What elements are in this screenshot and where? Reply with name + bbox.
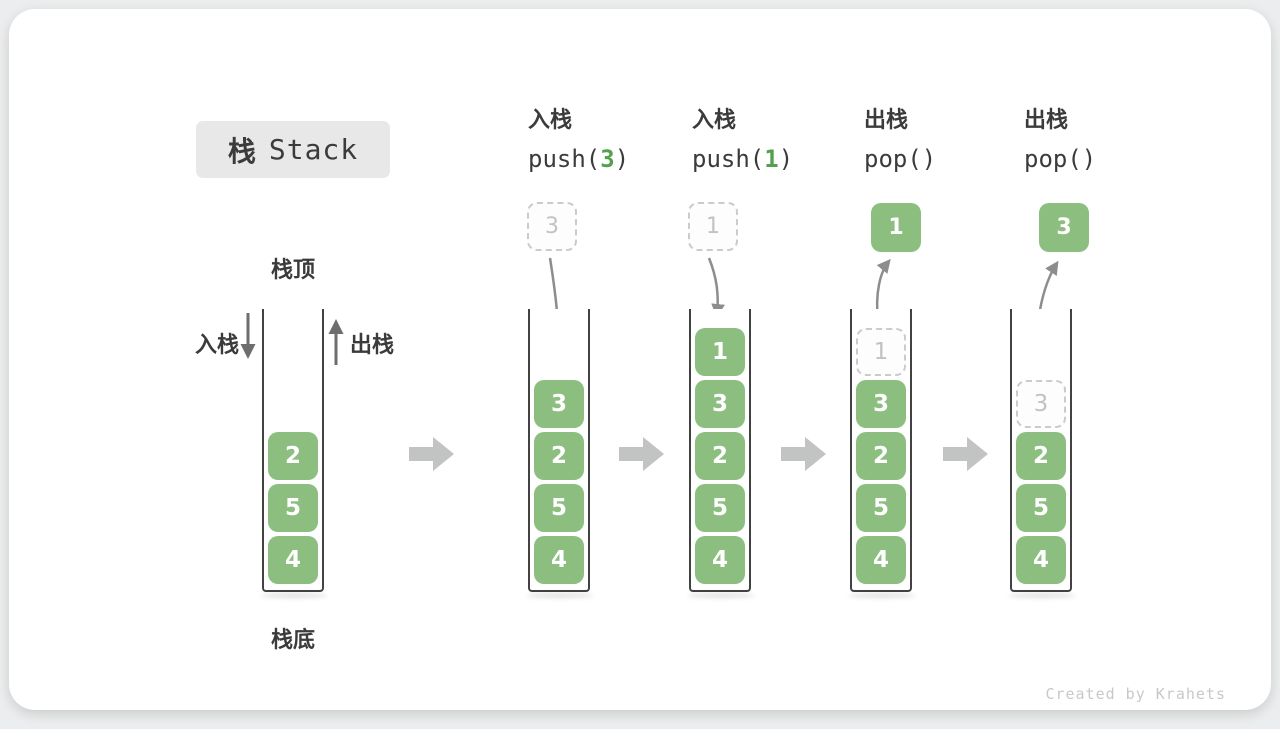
code-argument: 1: [764, 145, 779, 173]
code-text: ): [921, 145, 937, 173]
pop-side-label: 出栈: [350, 333, 395, 358]
stack-block-4: 4: [856, 536, 906, 584]
step-arrow-icon: [409, 437, 454, 471]
operation-name: 出栈: [1024, 108, 1069, 133]
code-text: push(: [692, 145, 765, 173]
title-box: 栈 Stack: [196, 121, 390, 178]
stack-block-2: 2: [1016, 432, 1066, 480]
ghost-block-1: 1: [856, 328, 906, 376]
title-zh: 栈: [227, 134, 256, 168]
stack-bottom-label: 栈底: [270, 628, 315, 653]
stack-block-2: 2: [534, 432, 584, 480]
popped-value-box-3: 3: [1039, 203, 1089, 252]
stack-block-3: 3: [534, 380, 584, 428]
stack-block-1: 1: [695, 328, 745, 376]
stack-block-5: 5: [534, 484, 584, 532]
stack-block-4: 4: [695, 536, 745, 584]
ghost-block-3: 3: [1016, 380, 1066, 428]
code-text: pop(: [1024, 145, 1082, 173]
diagram-card: 栈 Stack 栈顶 栈底 入栈 出栈: [9, 9, 1271, 710]
incoming-value-box-3: 3: [527, 202, 577, 251]
code-text: pop(: [864, 145, 922, 173]
step-arrow-icon: [619, 437, 664, 471]
operation-label-3: 入栈 push(1): [692, 108, 793, 172]
code-text: ): [778, 145, 794, 173]
code-text: ): [1081, 145, 1097, 173]
push-1-arrow-icon: [707, 257, 725, 318]
operation-code: push(3): [528, 146, 629, 172]
stack-block-2: 2: [268, 432, 318, 480]
stack-block-5: 5: [1016, 484, 1066, 532]
stack-block-2: 2: [695, 432, 745, 480]
watermark: Created by Krahets: [1045, 685, 1226, 703]
operation-name: 出栈: [864, 108, 909, 133]
stack-block-5: 5: [268, 484, 318, 532]
operation-label-4: 出栈 pop(): [864, 108, 936, 172]
step-arrow-icon: [943, 437, 988, 471]
stack-block-3: 3: [856, 380, 906, 428]
operation-label-5: 出栈 pop(): [1024, 108, 1096, 172]
operation-name: 入栈: [528, 108, 573, 133]
code-text: ): [614, 145, 630, 173]
operation-name: 入栈: [692, 108, 737, 133]
operation-code: pop(): [864, 146, 936, 172]
incoming-value-box-1: 1: [688, 202, 738, 251]
operation-code: pop(): [1024, 146, 1096, 172]
code-text: push(: [528, 145, 601, 173]
operation-code: push(1): [692, 146, 793, 172]
stack-block-3: 3: [695, 380, 745, 428]
title-en: Stack: [268, 133, 359, 166]
code-argument: 3: [600, 145, 615, 173]
operation-label-2: 入栈 push(3): [528, 108, 629, 172]
stack-block-4: 4: [1016, 536, 1066, 584]
stack-block-4: 4: [534, 536, 584, 584]
stack-block-5: 5: [856, 484, 906, 532]
stack-block-5: 5: [695, 484, 745, 532]
stack-block-2: 2: [856, 432, 906, 480]
push-side-label: 入栈: [195, 333, 240, 358]
stack-top-label: 栈顶: [270, 258, 315, 283]
step-arrow-icon: [781, 437, 826, 471]
stack-block-4: 4: [268, 536, 318, 584]
popped-value-box-1: 1: [871, 203, 921, 252]
